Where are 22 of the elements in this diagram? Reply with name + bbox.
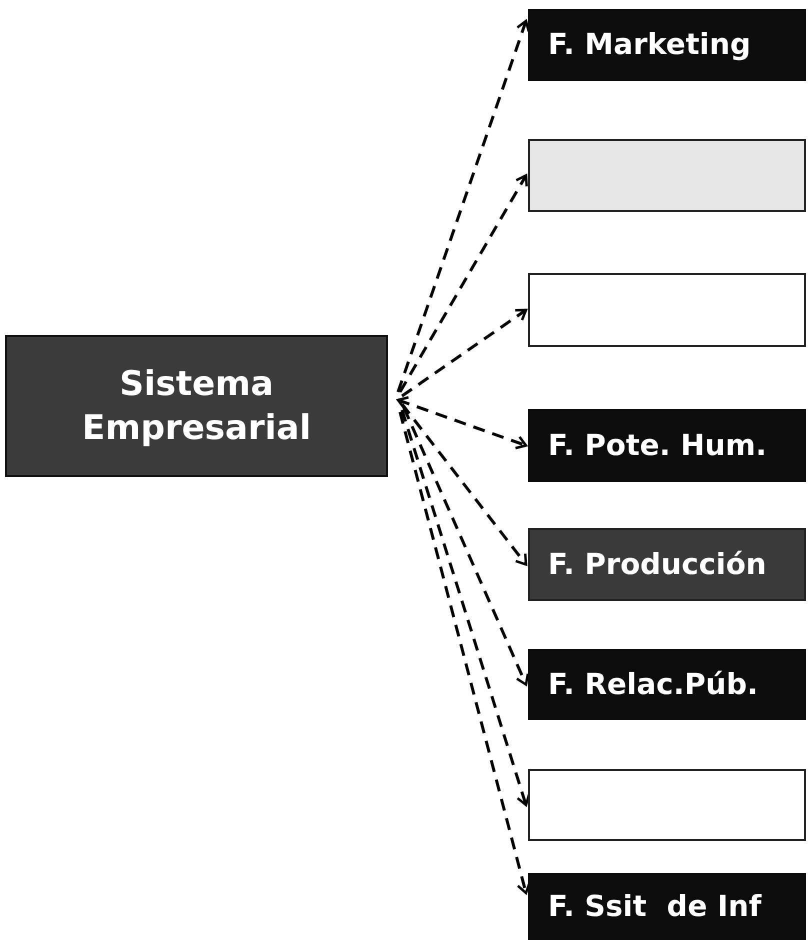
box-label: F. Relac.Púb.	[548, 666, 758, 703]
box-label: Sistema Empresarial	[80, 362, 312, 450]
function-box	[528, 528, 806, 601]
function-box	[528, 649, 806, 720]
dashed-arrow	[396, 396, 528, 450]
dashed-arrow	[402, 407, 530, 686]
empty-box	[528, 769, 806, 841]
dashed-arrow	[400, 410, 530, 806]
box-label: F. Marketing	[548, 26, 751, 64]
box-label: F. Pote. Hum.	[548, 426, 767, 464]
function-box	[528, 409, 806, 482]
function-box	[5, 335, 388, 477]
box-label: F. Ssit de Inf	[548, 888, 762, 925]
function-box	[528, 9, 806, 81]
box-label: F. Producción	[548, 546, 766, 583]
empty-box	[528, 139, 806, 212]
dashed-arrow	[400, 403, 528, 566]
function-box	[528, 873, 806, 940]
dashed-arrow	[398, 174, 528, 393]
dashed-arrow	[401, 308, 528, 398]
empty-box	[528, 273, 806, 347]
dashed-arrow	[396, 20, 530, 392]
